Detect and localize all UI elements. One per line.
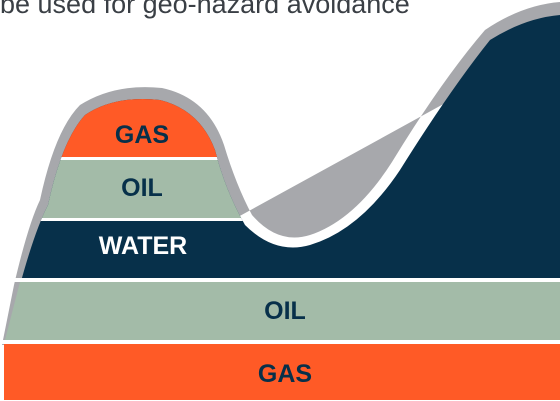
water-body	[5, 15, 560, 345]
caption-text: be used for geo-hazard avoidance	[0, 0, 410, 19]
separator-oil-gas	[0, 340, 560, 344]
label-dome-oil: OIL	[121, 174, 163, 202]
separator-water-oil	[0, 278, 560, 282]
dome-separator-1	[5, 157, 260, 160]
base-gas-band	[4, 344, 560, 400]
base-oil-band	[5, 282, 560, 340]
label-water: WATER	[99, 232, 187, 260]
label-base-gas: GAS	[258, 360, 312, 388]
dome-separator-2	[5, 218, 260, 221]
label-dome-gas: GAS	[115, 121, 169, 149]
label-base-oil: OIL	[264, 297, 306, 325]
